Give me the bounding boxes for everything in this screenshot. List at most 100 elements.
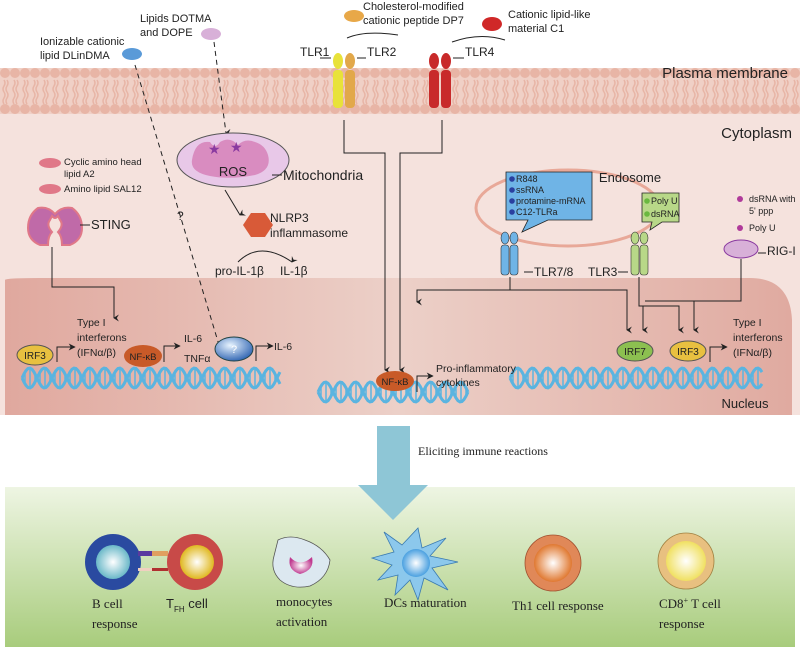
th1-nucleus	[534, 544, 572, 582]
sting-pathway	[51, 247, 119, 322]
tlr3-ligand-callout	[641, 192, 680, 231]
tlr1-receptor	[333, 70, 343, 108]
nfkb-middle	[376, 371, 414, 391]
sting-ligand-a2	[39, 158, 61, 168]
nfkb-left-label: NF-κB	[130, 352, 157, 363]
ifn-right-2: interferons	[733, 332, 783, 344]
rigi-ligand: dsRNA with	[749, 194, 796, 204]
ifn-left-2: interferons	[77, 332, 127, 344]
tlr78-ligand-callout	[505, 171, 593, 233]
tlr4-receptor-b	[441, 70, 451, 108]
c1-label-2: material C1	[508, 23, 564, 35]
il6-single-label: IL-6	[274, 341, 292, 353]
tlr3-head-b	[639, 231, 649, 245]
nucleus-label: Nucleus	[722, 396, 769, 411]
ros-to-nlrp3	[224, 189, 247, 216]
sting-ligand-label-1: Cyclic amino head	[64, 157, 142, 168]
plasma-membrane	[0, 68, 800, 114]
ifn-right-1: Type I	[733, 317, 762, 329]
th1-label: Th1 cell response	[512, 598, 604, 613]
tlr3-ligand: Poly U	[651, 196, 678, 206]
tlr4-bracket	[451, 36, 506, 43]
dp7-label-2: cationic peptide DP7	[363, 15, 464, 27]
nfkb-middle-label: NF-κB	[382, 377, 409, 388]
dna-right	[508, 366, 764, 390]
tlr78-pathway	[416, 277, 511, 306]
tlr78-ligand: R848	[516, 174, 538, 184]
dotma-label-1: Lipids DOTMA	[140, 13, 212, 25]
bcell-label-2: response	[92, 616, 138, 631]
rigi-ligand: 5' ppp	[749, 206, 773, 216]
dlindma-label-2: lipid DLinDMA	[40, 50, 110, 62]
tlr4-pathway	[399, 120, 443, 374]
cd8-label-rest: T cell	[688, 596, 721, 611]
mhc-receptor	[138, 551, 154, 556]
unknown-tf	[214, 336, 254, 362]
mono-label-1: monocytes	[276, 594, 332, 609]
cytoplasm-label: Cytoplasm	[721, 125, 792, 142]
bullet-icon	[509, 187, 515, 193]
nlrp3-inflammasome	[243, 213, 273, 237]
nfkb-promoter-arrow	[163, 342, 181, 362]
tlr4-label: TLR4	[465, 45, 495, 59]
tfh-cell-nucleus	[180, 545, 214, 579]
b-cell-nucleus	[96, 545, 130, 579]
cd8-label-sup: +	[684, 596, 689, 605]
ifn-right-3: (IFNα/β)	[733, 347, 772, 359]
bullet-icon	[509, 176, 515, 182]
tlr4-head-b	[441, 53, 451, 69]
bullet-icon	[737, 196, 743, 202]
rigi-label: RIG-I	[767, 244, 796, 258]
eliciting-label: Eliciting immune reactions	[418, 444, 548, 458]
tlr78-head-b	[509, 231, 519, 245]
dotma-label-2: and DOPE	[140, 27, 193, 39]
cd8-label-main: CD8	[659, 596, 684, 611]
nlrp3-label-2: inflammasome	[270, 226, 348, 240]
bullet-icon	[509, 209, 515, 215]
irf-promoter-arrow	[709, 343, 728, 362]
tlr3-label: TLR3	[588, 265, 618, 279]
dp7-particle	[344, 10, 364, 22]
irf3-promoter-arrow	[56, 343, 76, 362]
sting-ligand-label-2: lipid A2	[64, 169, 95, 180]
monocyte-nucleus	[289, 557, 313, 574]
bullet-icon	[737, 225, 743, 231]
tlr3-pathway	[638, 277, 648, 334]
tlr78-ligand-list: R848 ssRNA protamine-mRNA C12-TLRa	[509, 174, 586, 217]
tlr4-head-a	[429, 53, 439, 69]
dlindma-particle	[122, 48, 142, 60]
ifn-left-3: (IFNα/β)	[77, 347, 116, 359]
nlrp3-label-1: NLRP3	[270, 211, 309, 225]
dotma-pathway	[213, 41, 232, 136]
mitochondria-cristae	[191, 139, 269, 178]
unknown-tf-label: ?	[231, 344, 237, 356]
tlr3-to-irf3-pathway	[643, 305, 684, 334]
dlindma-pathway	[134, 64, 228, 357]
bullet-icon	[644, 211, 650, 217]
tnfa-label: TNFα	[184, 353, 210, 365]
tlr4-receptor-a	[429, 70, 439, 108]
nfkb-middle-promoter	[416, 372, 434, 392]
irf3-left-label: IRF3	[24, 351, 46, 362]
irf7	[616, 340, 654, 362]
bullet-icon	[644, 198, 650, 204]
dc-nucleus	[402, 549, 430, 577]
nfkb-left	[124, 345, 162, 367]
tlr3-head-a	[630, 231, 640, 245]
cd8-label-1: CD8+ T cell	[659, 596, 721, 611]
tlr3-receptor-a	[630, 244, 640, 276]
tlr12-bracket	[346, 32, 399, 39]
ifn-left-1: Type I	[77, 317, 106, 329]
tlr12-pathway	[343, 120, 390, 374]
tlr78-label: TLR7/8	[534, 265, 574, 279]
monocyte	[272, 536, 331, 588]
c1-particle	[482, 17, 502, 31]
tlr78-ligand: ssRNA	[516, 185, 544, 195]
irf7-label: IRF7	[624, 347, 646, 358]
mitochondria-label: Mitochondria	[283, 167, 363, 183]
eliciting-arrow	[358, 426, 428, 520]
il1b-label: IL-1β	[280, 264, 308, 278]
tcr-receptor	[152, 551, 168, 556]
bcell-label-1: B cell	[92, 596, 123, 611]
tlr2-label: TLR2	[367, 45, 397, 59]
